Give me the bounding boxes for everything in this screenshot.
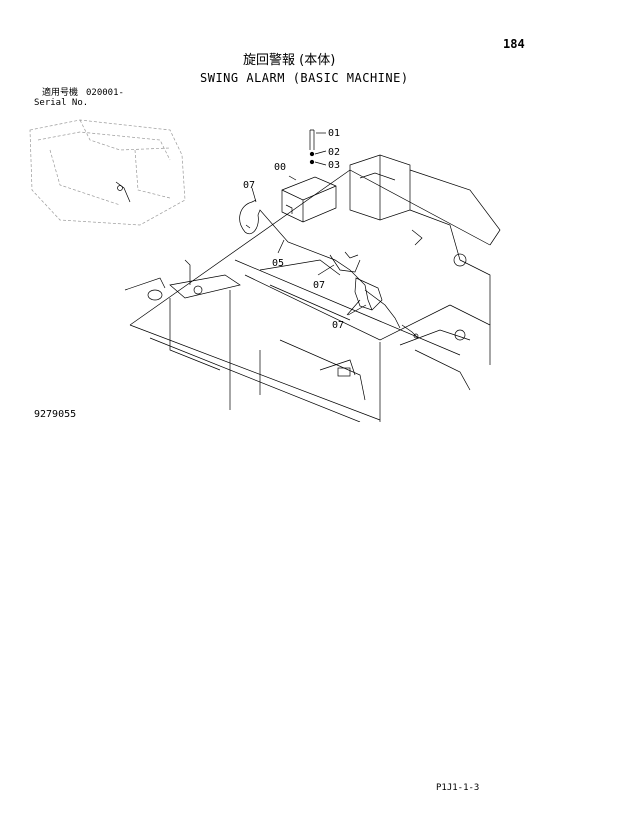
callout-07-lower: 07: [332, 320, 344, 331]
callout-01: 01: [328, 128, 340, 139]
serial-number-value: 020001-: [86, 88, 124, 98]
page-number: 184: [503, 37, 525, 51]
parts-diagram: 01 02 03 00 07 05 07 07: [29, 119, 501, 422]
wire-harness: [239, 201, 373, 311]
callout-05: 05: [272, 258, 284, 269]
page-title-english: SWING ALARM (BASIC MACHINE): [200, 71, 409, 85]
figure-number: 9279055: [34, 409, 77, 420]
serial-label-english: Serial No.: [34, 98, 89, 108]
callout-02: 02: [328, 147, 340, 158]
serial-label-japanese: 適用号機: [42, 88, 79, 98]
callout-03: 03: [328, 160, 340, 171]
alarm-unit: [281, 176, 337, 223]
page-title-japanese: 旋回警報 (本体): [243, 53, 336, 68]
callout-07-upper: 07: [243, 180, 255, 191]
callout-07-middle: 07: [313, 280, 325, 291]
engine-block-outline: [29, 119, 186, 226]
footer-code: P1J1-1-3: [436, 783, 480, 793]
callout-00: 00: [274, 162, 286, 173]
